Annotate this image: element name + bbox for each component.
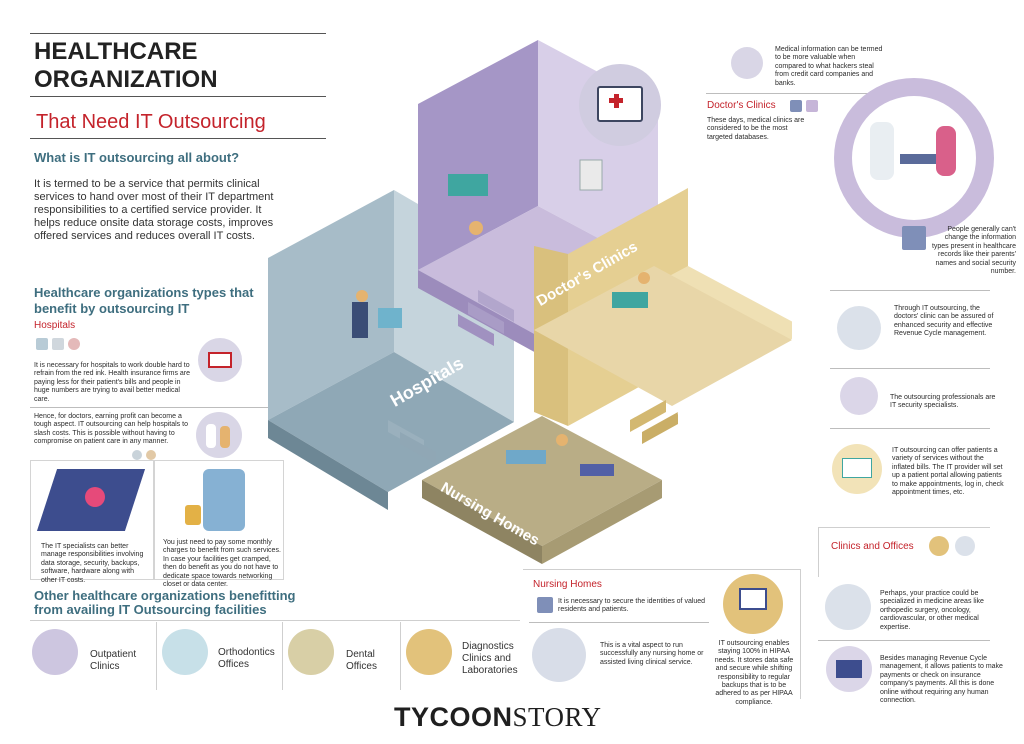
right-rule-5	[818, 640, 990, 641]
intro-body: It is termed to be a service that permit…	[34, 178, 274, 242]
header-bottom-rule	[30, 138, 326, 139]
clinic-mini-icon-2	[955, 536, 975, 556]
specialized-doctor-icon	[825, 584, 871, 630]
monthly-charges-text: You just need to pay some monthly charge…	[163, 539, 281, 589]
hospitals-paragraph-2: Hence, for doctors, earning profit can b…	[34, 413, 188, 446]
other-orgs-heading: Other healthcare organizations benefitti…	[34, 588, 296, 617]
diagnostics-icon	[406, 629, 452, 675]
assisted-living-icon	[532, 628, 586, 682]
clinic-mini-icon-1	[929, 536, 949, 556]
right-rule-2	[830, 290, 990, 291]
nursing-rule	[529, 622, 709, 623]
clinic-small-icon-1	[790, 100, 802, 112]
nursing-floor	[422, 416, 662, 546]
types-heading: Healthcare organizations types that bene…	[34, 285, 254, 316]
org-sep-1	[156, 622, 157, 690]
right-rule-3	[830, 368, 990, 369]
records-icon	[902, 226, 926, 250]
diagnostics-label: Diagnostics Clinics and Laboratories	[462, 641, 518, 676]
hacker-icon	[731, 47, 763, 79]
hospital-left-wall	[268, 190, 394, 420]
nursing-paragraph-2: This is a vital aspect to run successful…	[600, 642, 704, 666]
hospitals-label: Hospitals	[34, 320, 76, 331]
dental-icon	[288, 629, 334, 675]
identity-id-icon	[537, 597, 553, 613]
header-top-rule	[30, 33, 326, 34]
medical-folder-badge	[579, 64, 661, 146]
org-outpatient-clinics: Outpatient Clinics	[32, 621, 154, 691]
dental-label: Dental Offices	[346, 649, 377, 672]
doctors-left-wall	[418, 40, 538, 270]
doctors-clinics-text: These days, medical clinics are consider…	[707, 117, 805, 141]
security-monitor-icon	[837, 306, 881, 350]
perhaps-specialized-text: Perhaps, your practice could be speciali…	[880, 590, 984, 631]
org-dental-offices: Dental Offices	[288, 621, 400, 691]
hospitals-paragraph-1: It is necessary for hospitals to work do…	[34, 362, 191, 403]
brand-part-1: TYCOON	[394, 702, 513, 732]
nursing-homes-label: Nursing Homes	[533, 579, 602, 590]
isometric-illustration	[268, 40, 792, 564]
page-title: HEALTHCARE ORGANIZATION	[34, 38, 218, 94]
nursing-paragraph-1: It is necessary to secure the identities…	[558, 598, 706, 614]
besides-revenue-text: Besides managing Revenue Cycle managemen…	[880, 655, 1003, 705]
divider-1	[30, 407, 270, 408]
phone-payment-illustration	[203, 469, 245, 531]
brand-logo: TYCOONSTORY	[394, 702, 602, 733]
it-specialists-box: The IT specialists can better manage res…	[30, 460, 154, 584]
specialist-icon	[840, 377, 878, 415]
header-mid-rule	[30, 96, 326, 97]
medical-info-text: Medical information can be termed to be …	[775, 46, 883, 87]
outpatient-icon	[32, 629, 78, 675]
outpatient-label: Outpatient Clinics	[90, 649, 137, 672]
page-subtitle: That Need IT Outsourcing	[36, 111, 266, 133]
mini-dot-icon-2	[146, 450, 156, 460]
title-line-1: HEALTHCARE	[34, 38, 198, 65]
people-records-text: People generally can't change the inform…	[931, 226, 1016, 276]
nursing-homes-section	[523, 569, 801, 699]
online-payment-icon	[826, 646, 872, 692]
org-sep-2	[282, 622, 283, 690]
patient-portal-text: IT outsourcing can offer patients a vari…	[892, 447, 1004, 497]
other-orgs-rule	[30, 620, 520, 621]
right-rule-4	[830, 428, 990, 429]
orthodontics-icon	[162, 629, 208, 675]
through-outsourcing-text: Through IT outsourcing, the doctors' cli…	[894, 305, 994, 338]
title-line-2: ORGANIZATION	[34, 66, 218, 93]
intro-heading: What is IT outsourcing all about?	[34, 150, 240, 165]
patient-portal-icon	[832, 444, 882, 494]
doctors-clinics-label: Doctor's Clinics	[707, 100, 776, 111]
clinics-offices-label: Clinics and Offices	[831, 541, 914, 552]
monthly-charges-box: You just need to pay some monthly charge…	[154, 460, 284, 588]
org-diagnostics: Diagnostics Clinics and Laboratories	[406, 621, 524, 691]
nursing-paragraph-3: IT outsourcing enables staying 100% in H…	[714, 640, 794, 706]
right-rule-1	[706, 93, 886, 94]
clinics-offices-header: Clinics and Offices	[818, 527, 990, 577]
it-specialists-text: The IT specialists can better manage res…	[41, 543, 144, 584]
mini-dot-icon-1	[132, 450, 142, 460]
orthodontics-label: Orthodontics Offices	[218, 647, 275, 670]
hospital-heart-icon	[68, 338, 80, 350]
doctors-team-icon	[196, 412, 242, 458]
org-sep-3	[400, 622, 401, 690]
hospital-doc-icon	[36, 338, 48, 350]
hospital-building-icon	[198, 338, 242, 382]
hipaa-shield-icon	[723, 574, 783, 634]
hospital-id-icon	[52, 338, 64, 350]
professionals-text: The outsourcing professionals are IT sec…	[890, 394, 996, 410]
clinic-small-icon-2	[806, 100, 818, 112]
brand-part-2: STORY	[512, 702, 602, 732]
doctor-consult-circle	[834, 78, 994, 238]
org-orthodontics-offices: Orthodontics Offices	[162, 621, 284, 691]
